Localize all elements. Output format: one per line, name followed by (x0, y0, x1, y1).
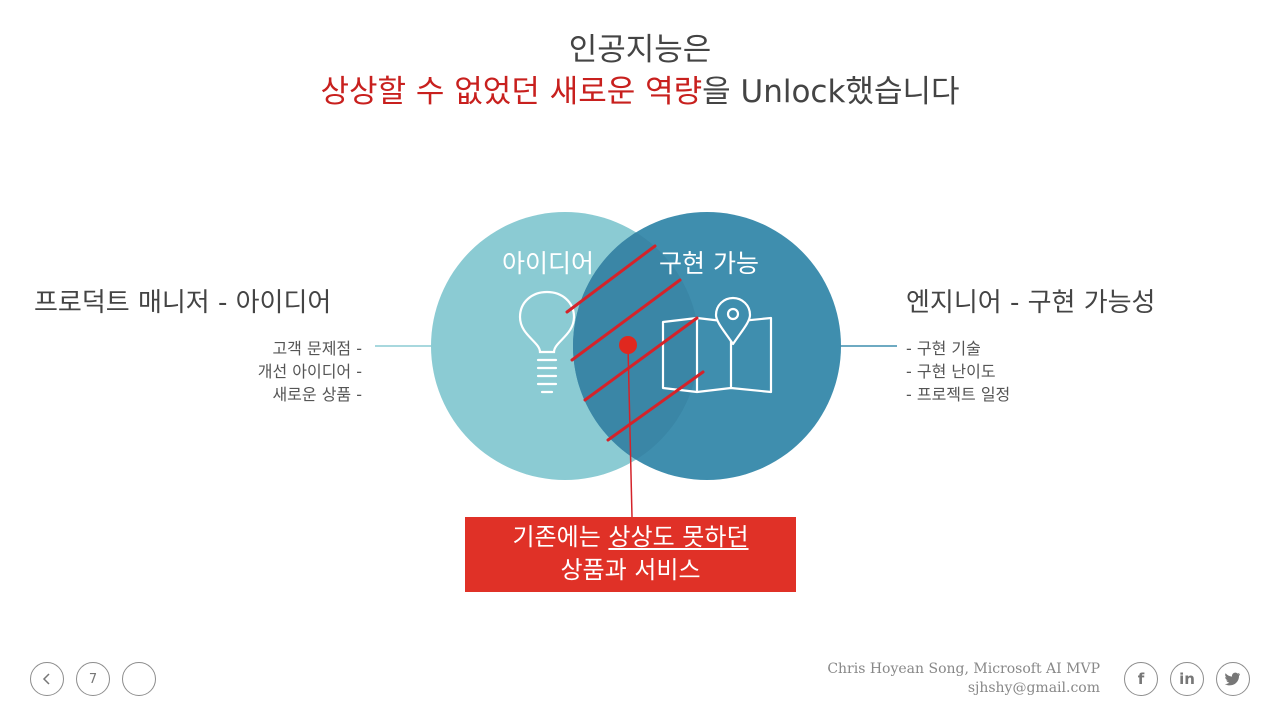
right-list-item: - 구현 기술 (906, 339, 981, 358)
twitter-bird-icon (1225, 672, 1241, 686)
callout-line-1-underlined: 상상도 못하던 (608, 523, 749, 551)
map-pin-icon (661, 296, 773, 394)
right-list: - 구현 기술 - 구현 난이도 - 프로젝트 일정 (906, 337, 1010, 406)
lightbulb-icon (518, 290, 576, 394)
facebook-icon: f (1137, 670, 1145, 688)
left-list-item: 개선 아이디어 - (257, 362, 362, 381)
idea-circle-label: 아이디어 (502, 249, 595, 278)
left-list-item: 고객 문제점 - (272, 339, 362, 358)
facebook-button[interactable]: f (1124, 662, 1158, 696)
prev-slide-button[interactable] (30, 662, 64, 696)
title-line-2: 상상할 수 없었던 새로운 역량을 Unlock했습니다 (0, 70, 1280, 114)
callout-line-1: 기존에는 상상도 못하던 (465, 521, 796, 554)
slide-title: 인공지능은 상상할 수 없었던 새로운 역량을 Unlock했습니다 (0, 30, 1280, 114)
feasibility-circle-label: 구현 가능 (659, 249, 759, 278)
title-rest-text: 을 Unlock했습니다 (702, 74, 960, 110)
title-line-1: 인공지능은 (568, 32, 712, 68)
credits-email[interactable]: sjhshy@gmail.com (967, 680, 1100, 696)
left-heading: 프로덕트 매니저 - 아이디어 (34, 288, 332, 318)
right-heading: 엔지니어 - 구현 가능성 (906, 288, 1156, 318)
next-slide-button[interactable] (122, 662, 156, 696)
credits: Chris Hoyean Song, Microsoft AI MVP sjhs… (827, 660, 1100, 698)
credits-author: Chris Hoyean Song, Microsoft AI MVP (827, 661, 1100, 677)
linkedin-button[interactable]: in (1170, 662, 1204, 696)
twitter-button[interactable] (1216, 662, 1250, 696)
chevron-left-icon (42, 673, 50, 685)
left-list: 고객 문제점 - 개선 아이디어 - 새로운 상품 - (258, 337, 362, 406)
callout-leader-line (627, 345, 633, 518)
overlap-region (573, 212, 699, 480)
page-number-indicator: 7 (76, 662, 110, 696)
right-list-item: - 프로젝트 일정 (906, 385, 1011, 404)
intersection-dot (619, 336, 637, 354)
right-list-item: - 구현 난이도 (906, 362, 996, 381)
left-list-item: 새로운 상품 - (272, 385, 362, 404)
linkedin-icon: in (1179, 670, 1195, 688)
title-accent-text: 상상할 수 없었던 새로운 역량 (320, 74, 703, 110)
callout-line-2: 상품과 서비스 (560, 556, 701, 584)
hatch-lines (565, 244, 705, 442)
callout-line-1-plain: 기존에는 (512, 523, 609, 551)
callout-box: 기존에는 상상도 못하던 상품과 서비스 (465, 517, 796, 592)
